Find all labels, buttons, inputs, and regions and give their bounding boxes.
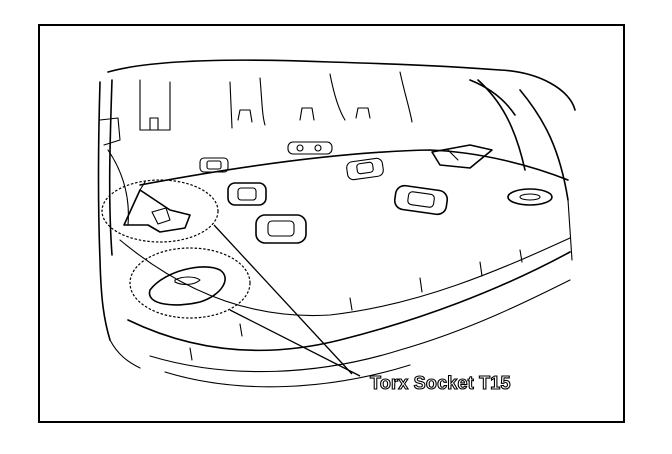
left-trim-panel xyxy=(97,79,141,369)
left-bracket-fastener xyxy=(123,181,191,233)
floor-panel xyxy=(119,149,571,388)
rear-seat-back xyxy=(107,59,576,131)
callout-label: Torx Socket T15 xyxy=(370,373,511,393)
tie-down-clips xyxy=(199,141,384,181)
dotted-circle-icon xyxy=(129,247,251,319)
seat-latches xyxy=(149,107,371,131)
dotted-circle-icon xyxy=(101,179,219,243)
leader-line xyxy=(229,309,361,377)
leader-line xyxy=(213,224,353,375)
figure-border xyxy=(38,24,625,423)
right-trim-panel xyxy=(477,79,573,261)
access-cover xyxy=(148,266,226,306)
floor-clips xyxy=(227,144,553,244)
